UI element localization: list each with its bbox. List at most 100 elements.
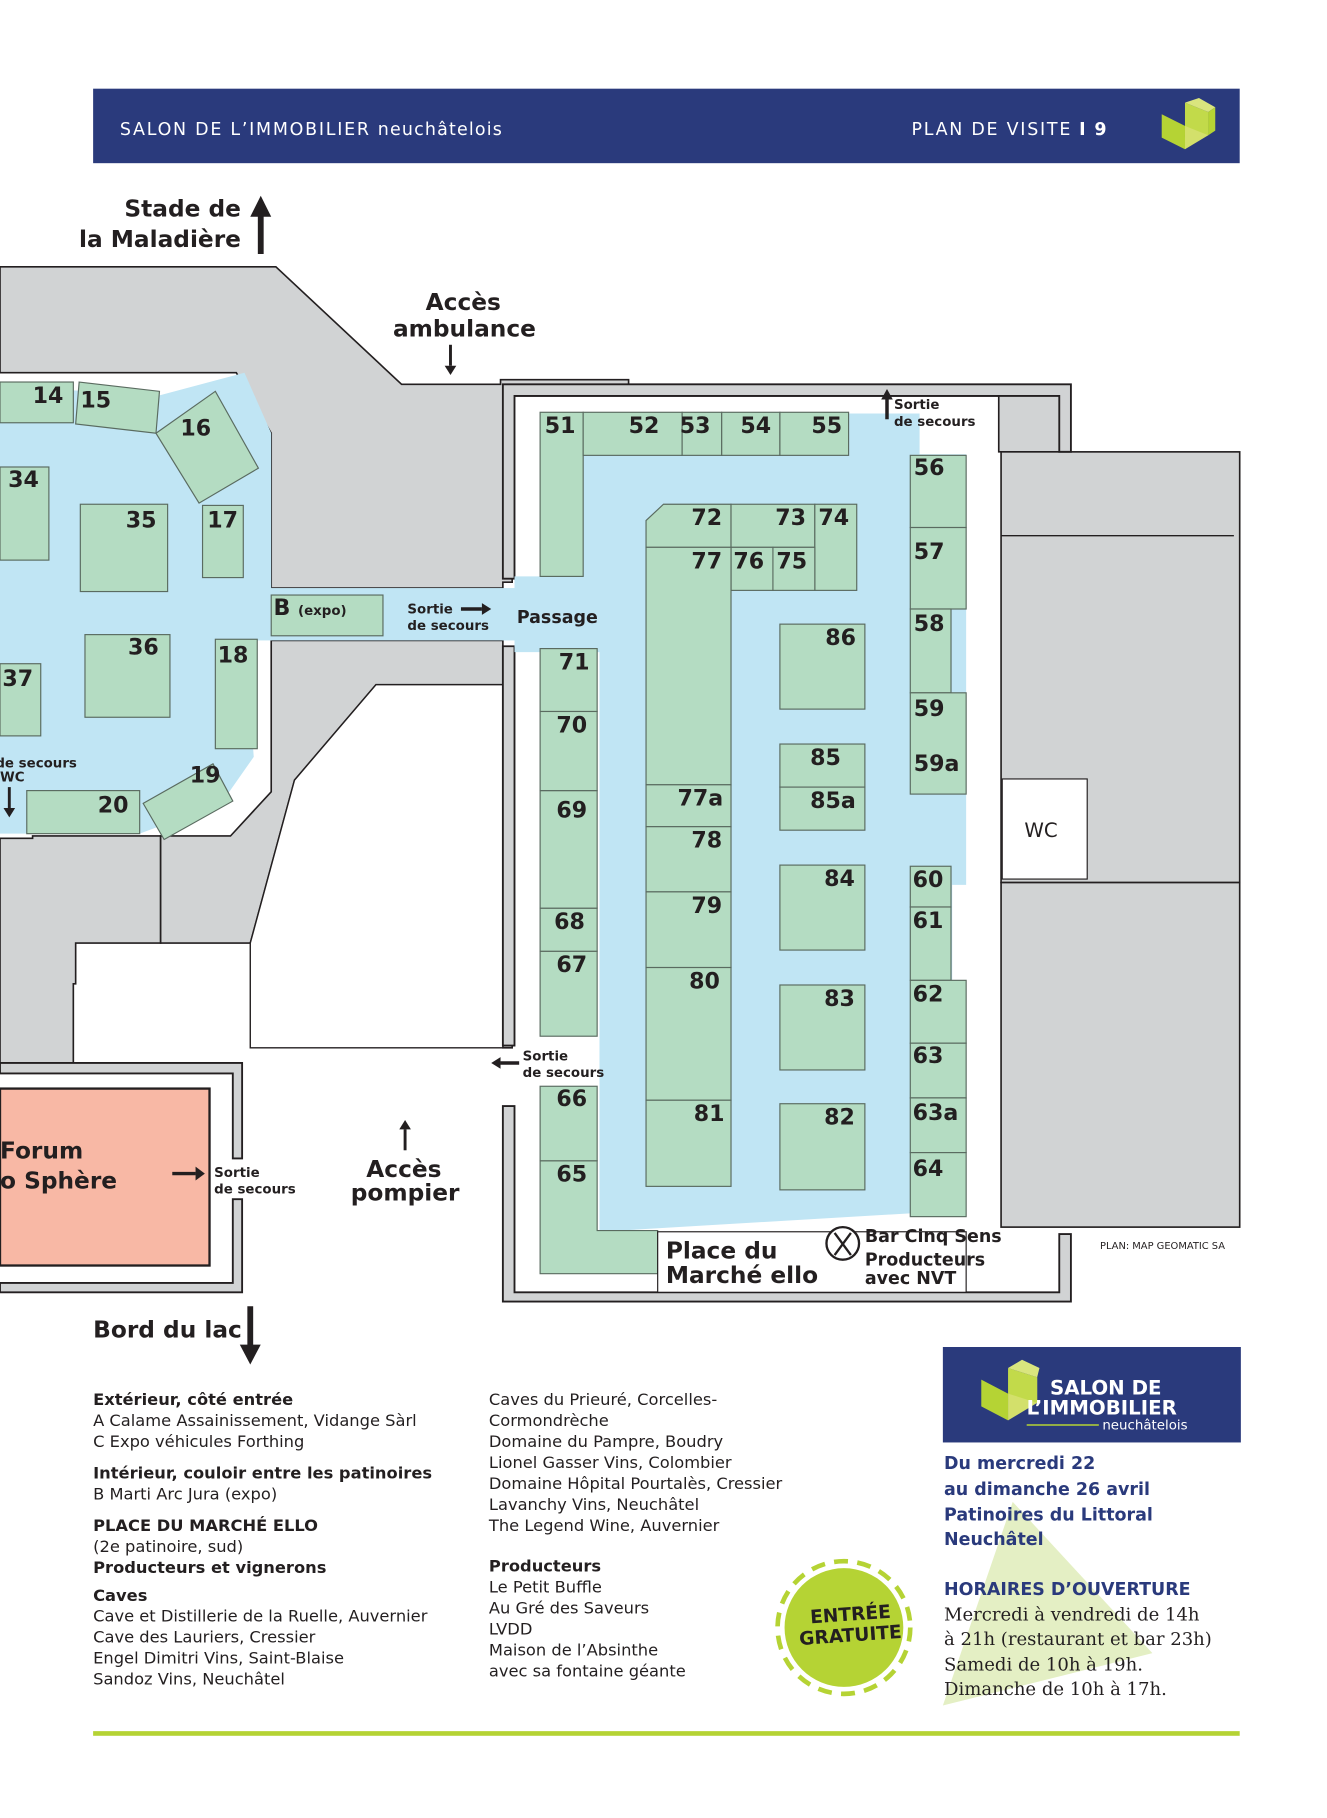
stand-51-label: 51 bbox=[545, 413, 576, 439]
stand-20[interactable] bbox=[26, 790, 141, 835]
stand-37[interactable] bbox=[0, 663, 42, 737]
stand-65-label: 65 bbox=[556, 1162, 587, 1188]
stand-86-label: 86 bbox=[825, 625, 856, 651]
legend-line: Engel Dimitri Vins, Saint-Blaise bbox=[93, 1649, 344, 1668]
stand-60[interactable] bbox=[909, 865, 952, 908]
stand-77a[interactable] bbox=[645, 784, 732, 828]
event-info: SALON DE L’IMMOBILIER neuchâtelois Du me… bbox=[942, 1347, 1241, 1706]
stand-19[interactable] bbox=[142, 763, 234, 841]
stand-76[interactable] bbox=[730, 546, 774, 591]
west-exit-label: Sortie bbox=[523, 1050, 568, 1065]
stand-79[interactable] bbox=[645, 891, 732, 969]
stand-51[interactable] bbox=[539, 411, 584, 577]
legend-line: PLACE DU MARCHÉ ELLO bbox=[93, 1516, 318, 1535]
north-arrow-icon bbox=[250, 195, 272, 254]
stand-85a[interactable] bbox=[779, 786, 866, 831]
stand-16-label: 16 bbox=[180, 416, 211, 442]
forum-sphere-area bbox=[0, 1087, 211, 1267]
legend-line: LVDD bbox=[489, 1620, 533, 1639]
legend-line: Au Gré des Saveurs bbox=[489, 1599, 649, 1618]
stand-62-label: 62 bbox=[913, 981, 944, 1007]
stand-52[interactable] bbox=[582, 411, 683, 456]
stand-56[interactable] bbox=[909, 454, 967, 529]
stand-64[interactable] bbox=[909, 1152, 967, 1218]
stand-35[interactable] bbox=[79, 503, 169, 593]
stand-84-label: 84 bbox=[824, 866, 855, 892]
building-southwest bbox=[0, 835, 162, 1067]
stand-57[interactable] bbox=[909, 526, 967, 610]
stand-83[interactable] bbox=[779, 984, 866, 1071]
stand-61-label: 61 bbox=[913, 908, 944, 934]
stand-57-label: 57 bbox=[914, 539, 945, 565]
passage-exit-arrow-icon bbox=[460, 603, 492, 615]
stand-73-label: 73 bbox=[775, 505, 806, 531]
stand-18[interactable] bbox=[214, 638, 258, 750]
legend-line: B Marti Arc Jura (expo) bbox=[93, 1484, 277, 1503]
legend-line: Caves bbox=[93, 1586, 147, 1605]
stand-77[interactable] bbox=[645, 546, 732, 786]
stand-14[interactable] bbox=[0, 381, 74, 424]
stand-85[interactable] bbox=[779, 743, 866, 788]
stand-66-label: 66 bbox=[556, 1086, 587, 1112]
wc-label: WC bbox=[1024, 819, 1057, 842]
stand-34[interactable] bbox=[0, 466, 50, 561]
event-logo-icon bbox=[981, 1359, 1040, 1421]
stand-18-label: 18 bbox=[218, 643, 249, 669]
stand-54[interactable] bbox=[721, 411, 781, 456]
stand-86[interactable] bbox=[779, 623, 866, 710]
wc-room bbox=[1001, 778, 1088, 880]
stand-68[interactable] bbox=[539, 907, 598, 952]
stand-81[interactable] bbox=[645, 1099, 732, 1187]
stand-78[interactable] bbox=[645, 826, 732, 893]
place-label-1: Place du bbox=[666, 1238, 778, 1265]
stand-84[interactable] bbox=[779, 864, 866, 951]
stand-36[interactable] bbox=[84, 634, 171, 718]
left-exit-arrow-icon bbox=[3, 787, 16, 818]
stand-54-label: 54 bbox=[740, 413, 771, 439]
stand-74-label: 74 bbox=[818, 505, 849, 531]
stand-20-label: 20 bbox=[98, 793, 129, 819]
stand-71[interactable] bbox=[539, 648, 598, 713]
stand-16[interactable] bbox=[155, 390, 260, 504]
forum-exit-label-2: de secours bbox=[214, 1182, 296, 1197]
pompier-label-1: Accès bbox=[366, 1156, 441, 1183]
lac-label: Bord du lac bbox=[93, 1317, 242, 1344]
stand-80[interactable] bbox=[645, 966, 732, 1101]
ambulance-label-1: Accès bbox=[426, 289, 501, 316]
stand-69[interactable] bbox=[539, 790, 598, 909]
stand-55[interactable] bbox=[779, 411, 850, 456]
stand-61[interactable] bbox=[909, 906, 952, 981]
stand-35-label: 35 bbox=[126, 508, 157, 534]
stand-70[interactable] bbox=[539, 710, 598, 792]
place-du-marche-area bbox=[657, 1231, 967, 1293]
west-exit-label-2: de secours bbox=[523, 1066, 605, 1081]
stand-58-label: 58 bbox=[914, 611, 945, 637]
date-line-2: au dimanche 26 avril bbox=[944, 1480, 1150, 1500]
stand-69-label: 69 bbox=[556, 797, 587, 823]
hall-wall-south bbox=[501, 1105, 1072, 1303]
top-exit-label-2: de secours bbox=[894, 415, 976, 430]
stand-17[interactable] bbox=[201, 504, 244, 579]
stand-63a[interactable] bbox=[909, 1097, 967, 1154]
stand-58[interactable] bbox=[909, 608, 952, 694]
stand-b[interactable] bbox=[270, 594, 384, 637]
stand-62[interactable] bbox=[909, 979, 967, 1044]
stand-85a-label: 85a bbox=[810, 788, 856, 814]
stand-59[interactable] bbox=[909, 692, 967, 795]
producteurs-label-2: avec NVT bbox=[865, 1269, 957, 1289]
stand-68-label: 68 bbox=[554, 909, 585, 935]
stand-72-label: 72 bbox=[691, 505, 722, 531]
passage-label: Passage bbox=[517, 608, 598, 628]
stand-67[interactable] bbox=[539, 950, 598, 1037]
stand-75-label: 75 bbox=[776, 548, 807, 574]
stand-63[interactable] bbox=[909, 1042, 967, 1099]
stand-53[interactable] bbox=[681, 411, 723, 456]
producteurs-label-1: Producteurs bbox=[865, 1251, 985, 1271]
stand-66[interactable] bbox=[539, 1085, 598, 1162]
stand-82[interactable] bbox=[779, 1103, 866, 1191]
legend-column-2: Caves du Prieuré, Corcelles-Cormondrèche… bbox=[488, 1390, 783, 1680]
top-exit-label: Sortie bbox=[894, 398, 939, 413]
stand-78-label: 78 bbox=[691, 828, 722, 854]
legend-line: avec sa fontaine géante bbox=[489, 1661, 686, 1680]
